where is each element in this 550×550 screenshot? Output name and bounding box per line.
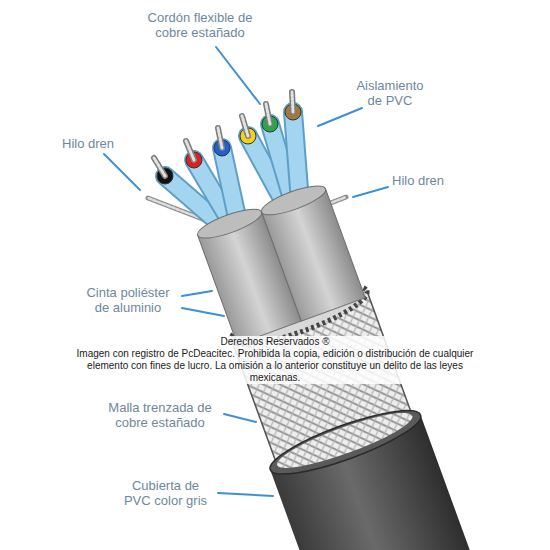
cable-line xyxy=(266,104,270,124)
cable-line xyxy=(222,148,238,222)
part-label: Malla trenzada de cobre estañado xyxy=(100,400,220,430)
part-label: Aislamiento de PVC xyxy=(350,78,430,108)
color-band xyxy=(157,104,301,184)
cable-line xyxy=(182,308,224,316)
cable-line xyxy=(292,92,293,112)
part-label: Cubierta de PVC color gris xyxy=(118,478,213,508)
cable-line xyxy=(224,414,256,422)
cable-line xyxy=(216,47,260,104)
cable-line xyxy=(242,116,248,136)
part-label: Cinta poliéster de aluminio xyxy=(78,285,178,315)
part-label: Hilo dren xyxy=(62,136,114,151)
cable-line xyxy=(104,154,140,190)
cable-line xyxy=(154,158,165,176)
cable-line xyxy=(186,141,194,160)
cable-line xyxy=(222,148,238,222)
cable-line xyxy=(266,104,270,124)
cable-line xyxy=(292,92,293,112)
cable-line xyxy=(218,493,273,496)
cable-ellipse xyxy=(264,399,426,486)
cable-ellipse xyxy=(195,204,265,244)
watermark: Imagen con registro de PcDeacitec. Prohi… xyxy=(62,348,488,384)
cable-line xyxy=(293,112,300,202)
cable-ellipse xyxy=(273,404,417,478)
cable-line xyxy=(218,128,222,148)
cable-line xyxy=(182,291,212,296)
cable-line xyxy=(242,116,248,136)
cable-line xyxy=(318,108,362,126)
watermark: Derechos Reservados ® xyxy=(75,336,475,348)
cable-line xyxy=(186,141,194,160)
cable-line xyxy=(353,187,388,197)
tinned-strand xyxy=(154,92,293,176)
part-label: Hilo dren xyxy=(392,173,444,188)
cable-ellipse xyxy=(259,180,329,220)
cable-line xyxy=(218,128,222,148)
cable-line xyxy=(293,112,300,202)
part-label: Cordón flexible de cobre estañado xyxy=(140,10,260,40)
cable-line xyxy=(154,158,165,176)
